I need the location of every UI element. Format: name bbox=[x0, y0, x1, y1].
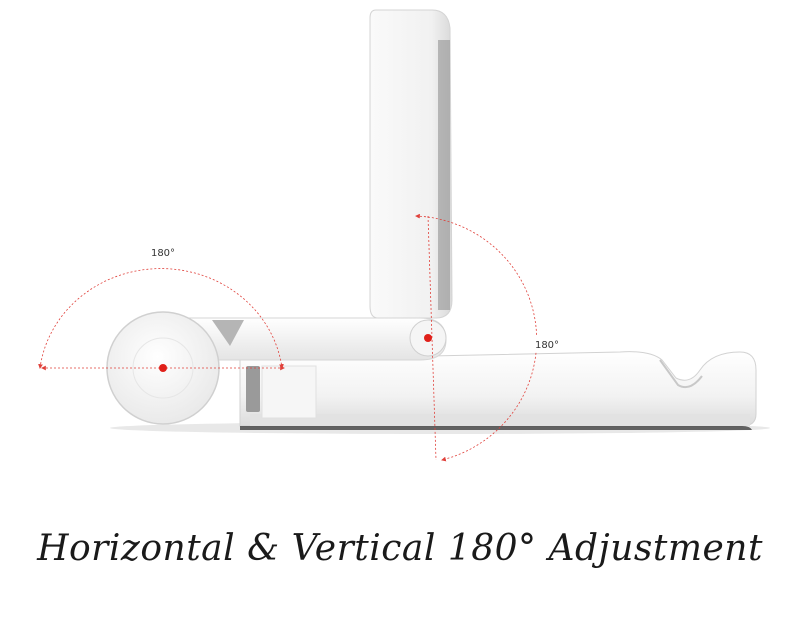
horizontal-rotation-guide: 180° bbox=[38, 244, 285, 372]
stand-base bbox=[239, 351, 757, 430]
caption-heading: Horizontal & Vertical 180° Adjustment bbox=[37, 528, 763, 569]
horizontal-angle-label: 180° bbox=[151, 248, 175, 259]
vertical-angle-label: 180° bbox=[535, 340, 559, 351]
vertical-pivot-dot bbox=[424, 334, 432, 342]
stand-panel bbox=[369, 9, 453, 357]
vertical-rotation-guide: 180° bbox=[415, 213, 564, 462]
base-slot bbox=[246, 366, 260, 412]
horizontal-pivot-dot bbox=[159, 364, 167, 372]
triangle-notch bbox=[212, 320, 244, 346]
